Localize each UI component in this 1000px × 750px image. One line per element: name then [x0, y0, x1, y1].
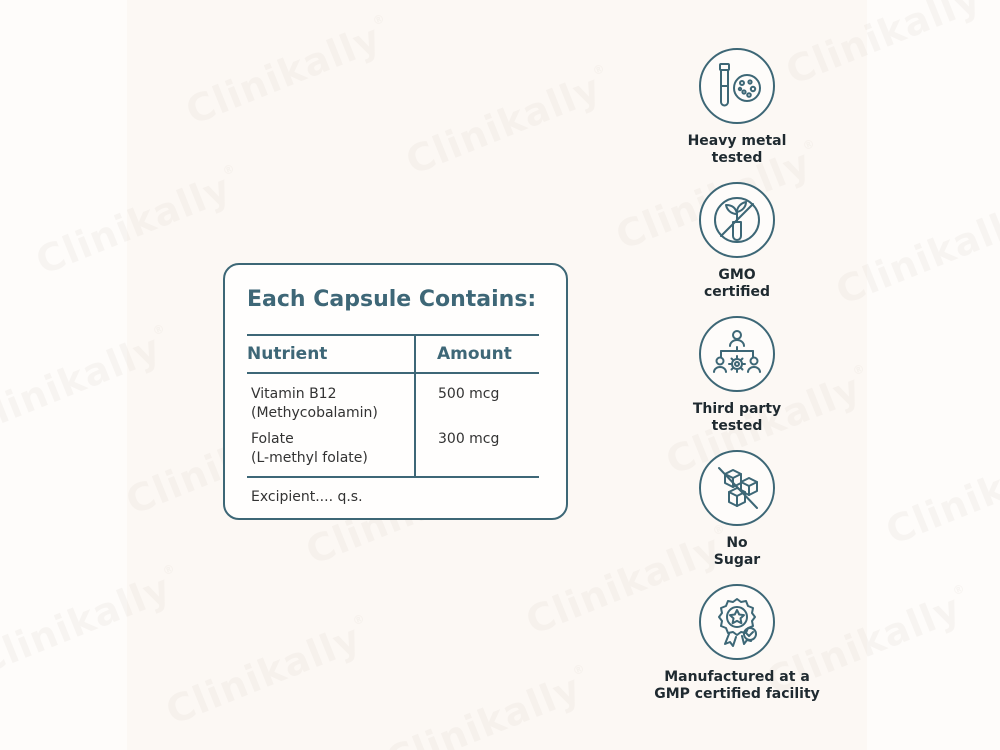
- badge-label-line: Third party: [692, 401, 782, 417]
- badge-label: Third party tested: [647, 401, 827, 435]
- table-row-nutrient: Vitamin B12 (Methycobalamin): [251, 385, 378, 423]
- nutrient-name: Vitamin B12: [251, 386, 337, 402]
- badge-gmp-certified-facility: Manufactured at a GMP certified facility: [647, 584, 827, 703]
- badge-label-line: Sugar: [713, 552, 761, 568]
- badge-third-party-tested: Third party tested: [647, 316, 827, 435]
- column-header-nutrient: Nutrient: [247, 344, 328, 364]
- badge-no-sugar: No Sugar: [647, 450, 827, 569]
- badge-gmo-certified: GMO certified: [647, 182, 827, 301]
- table-row-amount: 500 mcg: [438, 386, 500, 402]
- badge-label-line: GMO: [718, 267, 756, 283]
- badge-label-line: Heavy metal: [687, 133, 787, 149]
- badge-label-line: GMP certified facility: [654, 686, 820, 702]
- badge-label: No Sugar: [647, 535, 827, 569]
- badge-label: GMO certified: [647, 267, 827, 301]
- nutrient-form: (Methycobalamin): [251, 405, 378, 421]
- card-title: Each Capsule Contains:: [247, 287, 537, 312]
- badge-circle: [699, 584, 775, 660]
- badge-label-line: certified: [703, 284, 771, 300]
- excipient-note: Excipient.... q.s.: [251, 489, 363, 505]
- table-divider: [247, 372, 539, 374]
- table-row-amount: 300 mcg: [438, 431, 500, 447]
- badge-heavy-metal-tested: Heavy metal tested: [647, 48, 827, 167]
- nutrient-name: Folate: [251, 431, 294, 447]
- column-header-amount: Amount: [437, 344, 512, 364]
- badge-circle: [699, 450, 775, 526]
- certified-star-seal-icon: [718, 598, 757, 647]
- badge-circle: [699, 182, 775, 258]
- no-sugar-cubes-icon: [718, 467, 758, 509]
- watermark: Clinikally®: [879, 435, 1000, 554]
- table-divider: [247, 334, 539, 336]
- badge-circle: [699, 48, 775, 124]
- badge-label-line: tested: [711, 418, 763, 434]
- table-divider: [247, 476, 539, 478]
- badge-label-line: No: [726, 535, 748, 551]
- column-divider: [414, 336, 416, 476]
- capsule-contents-card: Each Capsule Contains: Nutrient Amount V…: [223, 263, 568, 520]
- badge-circle: [699, 316, 775, 392]
- team-gear-icon: [713, 330, 761, 373]
- badge-label-line: tested: [711, 150, 763, 166]
- nutrient-form: (L-methyl folate): [251, 450, 368, 466]
- table-row-nutrient: Folate (L-methyl folate): [251, 430, 368, 468]
- badge-label: Heavy metal tested: [647, 133, 827, 167]
- badge-label-line: Manufactured at a: [664, 669, 810, 685]
- badge-label: Manufactured at a GMP certified facility: [647, 669, 827, 703]
- no-gmo-plant-icon: [714, 197, 760, 243]
- test-tube-petri-dish-icon: [719, 63, 761, 107]
